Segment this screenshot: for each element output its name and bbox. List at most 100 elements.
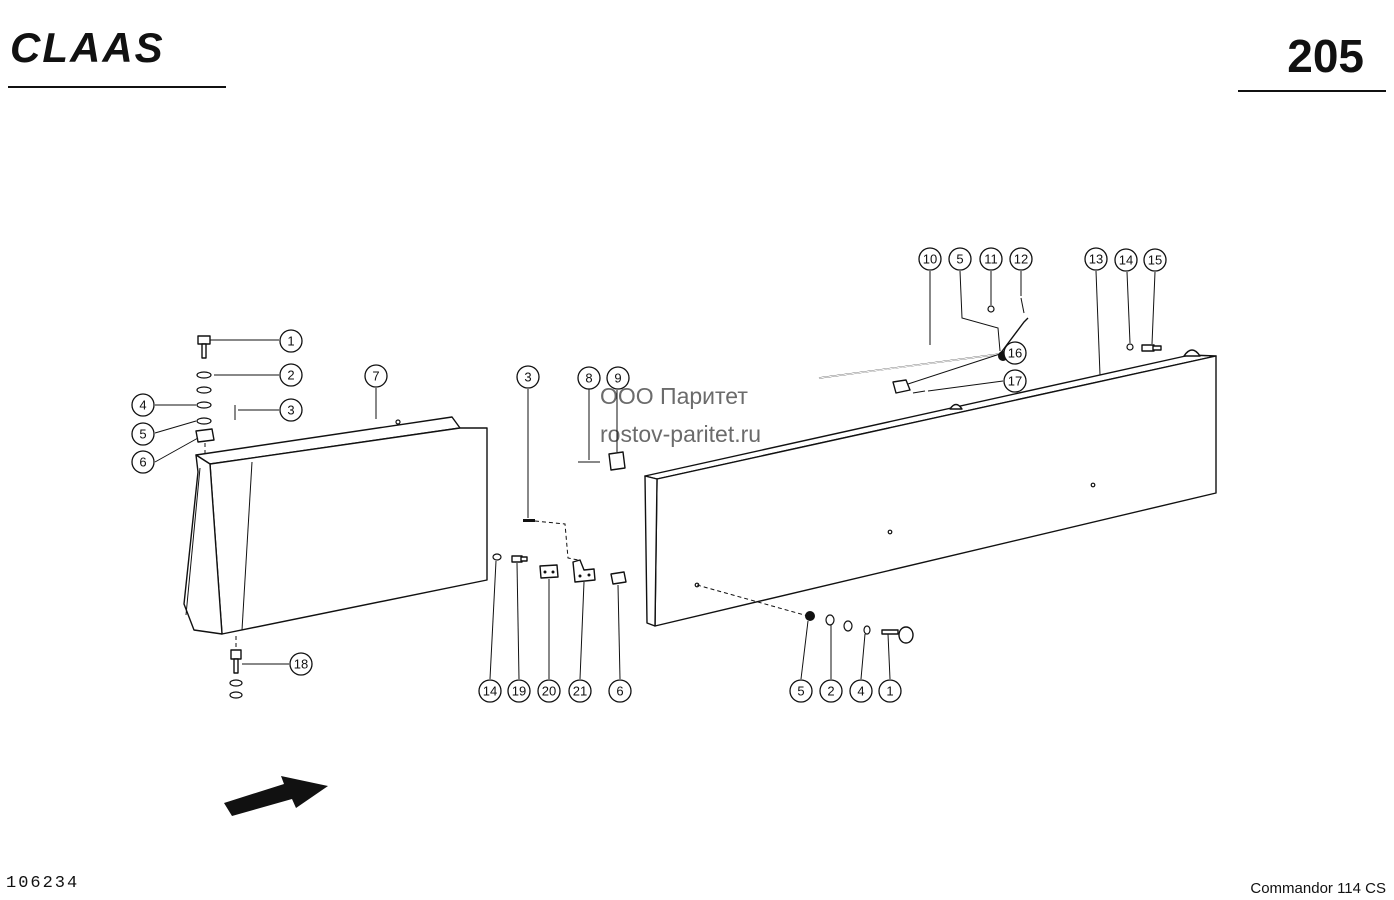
mid-bolt-19-tip (520, 556, 528, 562)
model-name: Commandor 114 CS (1250, 880, 1386, 897)
right-callouts: 10 5 11 12 13 14 15 16 17 5 2 4 1 (789, 247, 1167, 703)
watermark: ООО Паритет rostov-paritet.ru (600, 383, 761, 447)
callout-label: 2 (827, 684, 834, 699)
callout-label: 6 (139, 455, 146, 470)
lead-right-15 (1151, 271, 1156, 345)
left-cover-edge (185, 467, 201, 616)
left-cover-front-face (209, 427, 488, 635)
callout-circle (279, 329, 303, 353)
callout-circle (918, 247, 942, 271)
right-rod-10-inner (818, 353, 1001, 379)
callout-circle (577, 366, 601, 390)
callout-label: 2 (287, 368, 294, 383)
mid-clip-9 (608, 451, 626, 471)
right-dash-connector (696, 584, 809, 617)
callout-circle (279, 363, 303, 387)
callout-circle (849, 679, 873, 703)
left-cover-assembly (154, 335, 488, 699)
callout-label: 9 (614, 371, 621, 386)
callout-label: 21 (573, 684, 587, 699)
left-washer-2 (196, 371, 212, 379)
right-washer-4b (863, 625, 871, 635)
mid-bracket-20-hole (551, 570, 555, 574)
right-panel-side-edge (644, 475, 658, 627)
mid-bracket-21-hole (587, 573, 591, 577)
right-pin-12 (1020, 297, 1025, 314)
callout-circle (364, 364, 388, 388)
callout-circle (948, 247, 972, 271)
callout-circle (131, 422, 155, 446)
left-bolt-18-washer (229, 679, 243, 687)
callout-circle (1084, 247, 1108, 271)
callout-circle (1009, 247, 1033, 271)
page-number: 205 (1287, 30, 1364, 82)
lead-mid-21 (579, 581, 585, 680)
callout-label: 5 (956, 252, 963, 267)
callout-circle (537, 679, 561, 703)
callout-label: 20 (542, 684, 556, 699)
left-bolt-18-shank (233, 658, 239, 674)
callout-circle (1003, 341, 1027, 365)
right-panel-hole (887, 529, 893, 535)
middle-callouts: 3 8 9 14 19 20 21 6 (478, 365, 632, 703)
callout-circle (131, 450, 155, 474)
callout-label: 5 (797, 684, 804, 699)
right-bolt-15 (1141, 344, 1155, 352)
right-nut-5 (805, 611, 815, 621)
right-bolt-15-tip (1152, 345, 1162, 351)
mid-pin-3 (523, 519, 535, 522)
lead-mid-6 (617, 584, 621, 680)
right-panel-hole (1090, 482, 1096, 488)
callout-circle (979, 247, 1003, 271)
right-washer-11 (987, 305, 995, 313)
right-washer-14 (1126, 343, 1134, 351)
callout-label: 11 (984, 252, 998, 267)
right-washer-4 (843, 620, 853, 632)
left-washer-4b (196, 401, 212, 409)
direction-arrow-icon (224, 776, 328, 816)
left-cover-side-face (183, 454, 223, 635)
callout-label: 8 (585, 371, 592, 386)
left-bolt-head (197, 335, 211, 345)
right-bracket-16 (892, 379, 911, 394)
callout-label: 14 (1119, 253, 1133, 268)
lead-right-1 (887, 633, 891, 680)
callout-circle (289, 652, 313, 676)
callout-label: 4 (857, 684, 864, 699)
lead-mid-14 (489, 560, 497, 680)
callout-circle (478, 679, 502, 703)
callout-label: 7 (372, 369, 379, 384)
watermark-url: rostov-paritet.ru (600, 421, 761, 447)
lead-left-6 (154, 437, 199, 463)
left-bolt-18-nut (229, 691, 243, 699)
left-washer-5 (196, 417, 212, 425)
left-cover-hole (395, 419, 401, 425)
right-washer-2 (825, 614, 835, 626)
mid-bracket-20 (539, 564, 559, 579)
left-cover-fold (241, 461, 253, 631)
lead-left-5 (154, 420, 197, 434)
right-part-17 (912, 390, 926, 394)
lead-right-13 (1095, 270, 1101, 376)
callout-label: 16 (1008, 346, 1022, 361)
callout-circle (1114, 248, 1138, 272)
callout-label: 10 (923, 252, 937, 267)
brand-logo: CLAAS (10, 24, 165, 71)
right-bolt-1-head (898, 626, 914, 644)
callout-label: 1 (287, 334, 294, 349)
callout-circle (1143, 248, 1167, 272)
lead-right-16 (907, 352, 1004, 385)
callout-circle (878, 679, 902, 703)
callout-circle (789, 679, 813, 703)
callout-circle (507, 679, 531, 703)
left-nut-6 (195, 428, 215, 443)
lead-right-5b (800, 620, 809, 680)
callout-circle (819, 679, 843, 703)
callout-circle (608, 679, 632, 703)
callout-label: 3 (287, 403, 294, 418)
left-bolt-18-head (230, 649, 242, 660)
callout-circle (131, 393, 155, 417)
callout-label: 14 (483, 684, 497, 699)
lead-right-17 (927, 380, 1004, 392)
